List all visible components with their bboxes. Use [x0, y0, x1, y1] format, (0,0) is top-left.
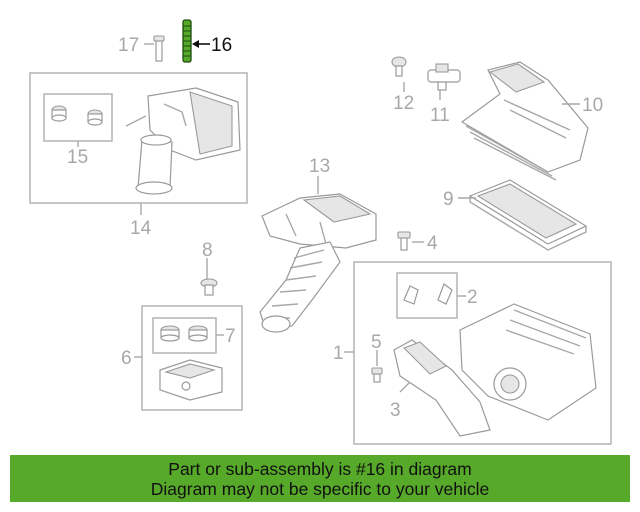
callout-10: 10: [582, 95, 603, 116]
callout-1: 1: [333, 343, 344, 364]
callout-5: 5: [371, 332, 382, 353]
stud-16-icon: [182, 19, 192, 63]
group-box-14: [29, 72, 248, 204]
resonator-13-icon: [261, 193, 377, 249]
bolt-17-icon: [153, 35, 165, 62]
info-banner: Part or sub-assembly is #16 in diagram D…: [10, 455, 630, 502]
inlet-duct-3-icon: [393, 339, 491, 437]
banner-line-1: Part or sub-assembly is #16 in diagram: [168, 459, 472, 479]
callout-15: 15: [67, 147, 88, 168]
clip-8-icon: [200, 278, 218, 296]
banner-line-2: Diagram may not be specific to your vehi…: [150, 479, 490, 499]
screw-12-icon: [391, 56, 407, 77]
hose-icon: [259, 241, 341, 333]
grommet-15-icon: [51, 105, 103, 126]
callout-12: 12: [393, 93, 414, 114]
callout-4: 4: [427, 233, 438, 254]
air-box-icon: [459, 303, 597, 421]
leader-lines: [77, 40, 580, 393]
callout-2: 2: [467, 287, 478, 308]
bolt-4-icon: [397, 231, 411, 251]
grommet-7-icon: [160, 325, 208, 342]
callout-11: 11: [430, 105, 450, 126]
group-box-1: [353, 261, 612, 445]
bolt-5-icon: [371, 367, 383, 383]
callout-13: 13: [309, 156, 330, 177]
sensor-11-icon: [427, 63, 461, 91]
clip-2-icon: [403, 283, 453, 305]
callout-6: 6: [121, 348, 132, 369]
group-box-6: [141, 305, 243, 411]
callout-8: 8: [202, 240, 213, 261]
intake-tube-14-icon: [125, 87, 241, 195]
air-cleaner-cover-10-icon: [460, 61, 589, 181]
callout-9: 9: [443, 189, 454, 210]
callout-14: 14: [130, 218, 152, 239]
callout-16: 16: [211, 35, 232, 56]
callout-17: 17: [118, 35, 139, 56]
callout-3: 3: [390, 400, 401, 421]
parts-diagram: 17 16 15 14 13 12 11 10 9 8 4 2 7 6 1 5 …: [29, 19, 612, 445]
bracket-6-icon: [159, 359, 223, 401]
air-filter-9-icon: [468, 179, 588, 251]
callout-7: 7: [225, 326, 236, 347]
